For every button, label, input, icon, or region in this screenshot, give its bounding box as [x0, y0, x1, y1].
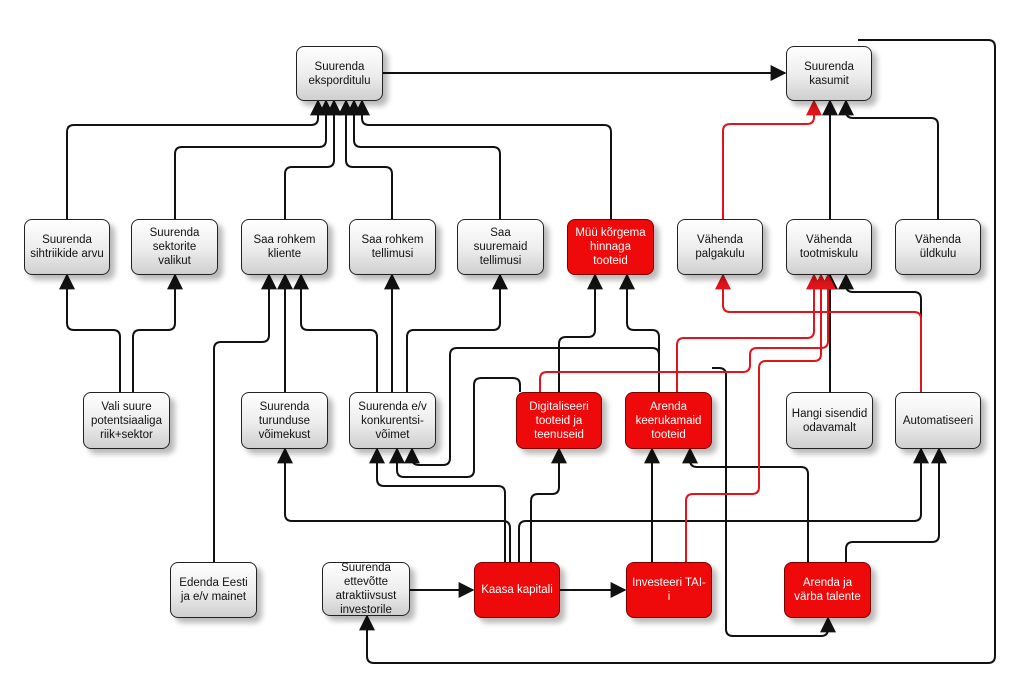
node-suurenda-sihtriikide-arvu: Suurenda sihtriikide arvu: [24, 219, 110, 275]
edge-korgema-to-eksporditulu: [354, 99, 612, 219]
edge-konkurentsi-to-suuremaid: [406, 273, 508, 392]
edge-arenda-to-tootmiskulu: [676, 273, 822, 392]
node-vali-suure-potentsiaaliga: Vali suure potentsiaaliga riik+sektor: [83, 392, 170, 449]
edge-arenda-to-korgema: [619, 273, 660, 392]
edge-suuremaid-to-eksporditulu: [346, 99, 501, 219]
node-suurenda-ev-konkurentsivoimet: Suurenda e/v konkurentsi- võimet: [349, 392, 436, 449]
edge-uldkulu-to-kasumit: [838, 99, 939, 219]
edge-konkurentsi-to-kliente: [293, 273, 378, 392]
node-saa-rohkem-kliente: Saa rohkem kliente: [241, 219, 328, 275]
node-suurenda-turunduse-voimekust: Suurenda turunduse võimekust: [241, 392, 328, 449]
edge-investeeri-to-tootmiskulu: [685, 273, 829, 562]
node-muu-korgema-hinnaga-tooteid: Müü kõrgema hinnaga tooteid: [567, 219, 654, 275]
edge-kliente-to-eksporditulu: [284, 99, 342, 219]
edge-kaasa-to-turunduse: [277, 447, 511, 562]
node-digitaliseeri-tooteid: Digitaliseeri tooteid ja teenuseid: [516, 392, 602, 449]
edge-automatiseeri-to-tootmiskulu: [838, 273, 922, 392]
node-suurenda-atraktiivsust: Suurenda ettevõtte atraktiivsust investo…: [322, 562, 410, 616]
edge-talente-to-arenda: [682, 447, 809, 562]
edge-arenda-to-konkurentsi: [404, 347, 660, 466]
edge-digitaliseeri-to-tootmiskulu: [539, 273, 836, 392]
edge-digitaliseeri-to-korgema: [558, 273, 603, 392]
node-vahenda-uldkulu: Vähenda üldkulu: [895, 219, 981, 275]
node-vahenda-tootmiskulu: Vähenda tootmiskulu: [786, 219, 872, 275]
black-connectors: [59, 39, 996, 664]
red-connectors: [539, 99, 922, 562]
edge-sihtriikide-to-eksporditulu: [66, 99, 326, 219]
edge-arenda-to-talente: [712, 367, 836, 637]
node-saa-suuremaid-tellimusi: Saa suuremaid tellimusi: [457, 219, 544, 275]
node-arenda-ja-varba-talente: Arenda ja värba talente: [784, 562, 871, 618]
node-saa-rohkem-tellimusi: Saa rohkem tellimusi: [349, 219, 436, 275]
edge-vali-to-sektorite: [132, 273, 183, 392]
edge-talente-to-automatiseeri: [845, 447, 947, 562]
node-suurenda-eksporditulu: Suurenda eksporditulu: [296, 46, 383, 101]
edge-kaasa-to-konkurentsi: [369, 447, 506, 562]
edge-palgakulu-to-kasumit: [722, 99, 822, 219]
node-kaasa-kapitali: Kaasa kapitali: [474, 562, 560, 618]
edge-vali-to-sihtriikide: [59, 273, 121, 392]
edge-kasumit-to-atraktiivsust: [359, 39, 996, 664]
edge-kaasa-to-digitaliseeri: [530, 447, 567, 562]
node-automatiseeri: Automatiseeri: [895, 392, 981, 449]
node-suurenda-sektorite-valikut: Suurenda sektorite valikut: [131, 219, 218, 275]
edge-tellimusi-to-eksporditulu: [338, 99, 393, 219]
edge-edenda-to-kliente: [213, 273, 277, 562]
node-edenda-eesti-mainet: Edenda Eesti ja e/v mainet: [170, 562, 257, 618]
node-suurenda-kasumit: Suurenda kasumit: [786, 46, 872, 101]
node-vahenda-palgakulu: Vähenda palgakulu: [677, 219, 763, 275]
node-arenda-keerukamaid-tooteid: Arenda keerukamaid tooteid: [625, 392, 712, 449]
node-hangi-sisendid-odavamalt: Hangi sisendid odavamalt: [786, 392, 873, 449]
edge-digitaliseeri-to-konkurentsi: [389, 377, 521, 478]
edge-kaasa-to-automatiseeri: [518, 447, 929, 562]
edge-sektorite-to-eksporditulu: [174, 99, 334, 219]
node-investeeri-tai: Investeeri TAI-i: [626, 562, 712, 618]
